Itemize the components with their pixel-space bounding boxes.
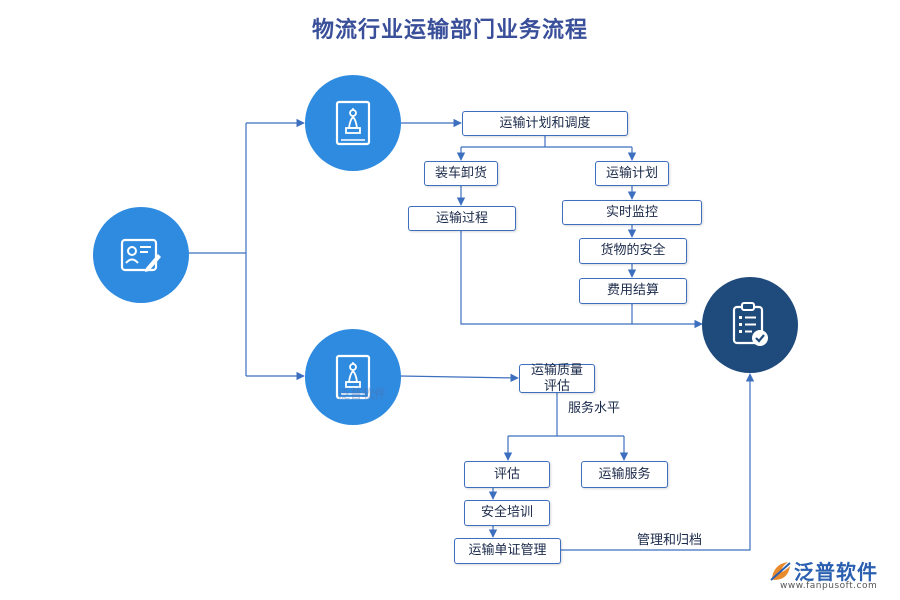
box-transport-process: 运输过程 [408,206,516,231]
page-title: 物流行业运输部门业务流程 [311,18,588,43]
watermark: 泛普软件 [338,387,387,401]
box-settlement: 费用结算 [579,278,687,304]
box-transport-service: 运输服务 [581,461,668,488]
brand-name: 泛普软件 [794,560,878,584]
chess-book-icon [335,354,371,400]
label-service-level: 服务水平 [568,401,621,416]
start-node [93,207,189,303]
clipboard-check-icon [732,302,768,346]
brand-logo-icon [770,561,791,581]
box-safety-training: 安全培训 [464,500,550,526]
box-realtime-monitor: 实时监控 [562,200,702,225]
brand-logo: 泛普软件 [768,556,878,585]
id-card-edit-icon [120,238,161,272]
box-loading: 装车卸货 [424,161,498,186]
label-manage-archive: 管理和归档 [637,533,703,548]
chess-book-icon [335,100,371,146]
box-evaluate: 评估 [464,461,550,488]
brand-url: www.fanpusoft.com [780,581,878,591]
box-transport-plan: 运输计划 [595,161,669,186]
box-plan-dispatch: 运输计划和调度 [462,111,628,136]
end-node [702,277,798,373]
box-document-mgmt: 运输单证管理 [454,538,561,564]
box-quality-eval: 运输质量评估 [519,363,595,394]
box-cargo-safety: 货物的安全 [579,238,687,264]
branch-node-bottom [305,329,401,425]
branch-node-top [305,75,401,171]
